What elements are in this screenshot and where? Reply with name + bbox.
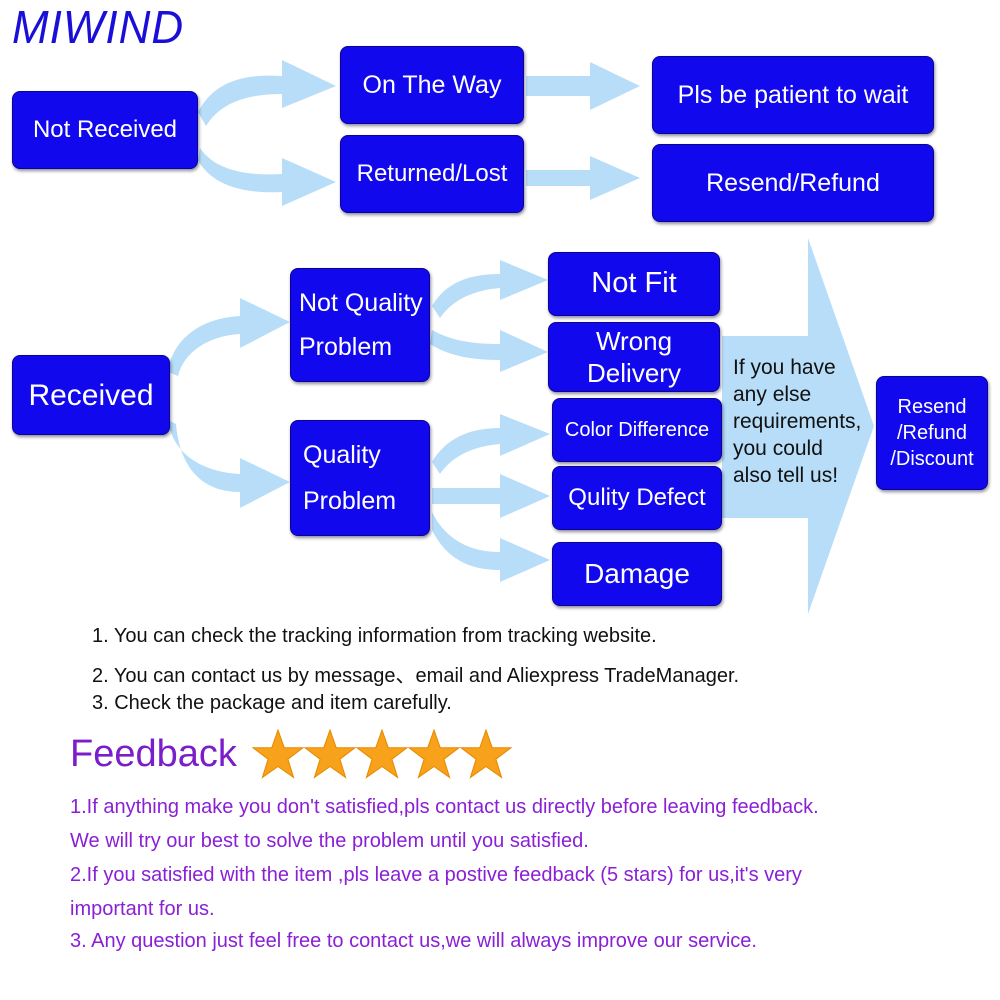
star-icon (252, 728, 304, 779)
color-difference-box: Color Difference (552, 398, 722, 462)
star-icon (460, 728, 512, 779)
arrow-returned-to-resend (526, 156, 640, 200)
wait-box: Pls be patient to wait (652, 56, 934, 134)
arrow-received-to-quality (168, 420, 290, 508)
not-fit-box: Not Fit (548, 252, 720, 316)
damage-box: Damage (552, 542, 722, 606)
feedback-line-4: important for us. (70, 898, 215, 920)
star-icon (408, 728, 460, 779)
arrow-not-received-to-returned (198, 148, 336, 206)
wrong-delivery-box: Wrong Delivery (548, 322, 720, 392)
star-icon (304, 728, 356, 779)
not-quality-problem-box: Not Quality Problem (290, 268, 430, 382)
quality-defect-box: Qulity Defect (552, 466, 722, 530)
resend-refund-box: Resend/Refund (652, 144, 934, 222)
quality-problem-box: Quality Problem (290, 420, 430, 536)
feedback-title: Feedback (70, 733, 237, 775)
not-received-box: Not Received (12, 91, 198, 169)
feedback-line-3: 2.If you satisfied with the item ,pls le… (70, 864, 802, 886)
tip-1: 1. You can check the tracking informatio… (92, 625, 657, 647)
returned-lost-box: Returned/Lost (340, 135, 524, 213)
arrow-quality-to-defect (432, 474, 550, 518)
tip-2: 2. You can contact us by message、email a… (92, 665, 740, 687)
arrow-received-to-not-quality (168, 298, 290, 376)
arrow-not-quality-to-wrong (430, 330, 548, 372)
feedback-line-5: 3. Any question just feel free to contac… (70, 930, 757, 952)
feedback-line-1: 1.If anything make you don't satisfied,p… (70, 796, 819, 818)
arrow-not-quality-to-not-fit (432, 260, 548, 318)
arrow-not-received-to-on-the-way (198, 60, 336, 126)
arrow-quality-to-color (432, 414, 550, 474)
feedback-line-2: We will try our best to solve the proble… (70, 830, 589, 852)
on-the-way-box: On The Way (340, 46, 524, 124)
star-icon (356, 728, 408, 779)
rating-stars (252, 728, 512, 780)
received-box: Received (12, 355, 170, 435)
arrow-quality-to-damage (432, 512, 550, 582)
tip-3: 3. Check the package and item carefully. (92, 692, 452, 714)
arrow-on-the-way-to-wait (526, 62, 640, 110)
requirements-note: If you have any else requirements, you c… (733, 356, 862, 487)
resend-refund-discount-box: Resend /Refund /Discount (876, 376, 988, 490)
brand-logo: MIWIND (12, 2, 185, 54)
